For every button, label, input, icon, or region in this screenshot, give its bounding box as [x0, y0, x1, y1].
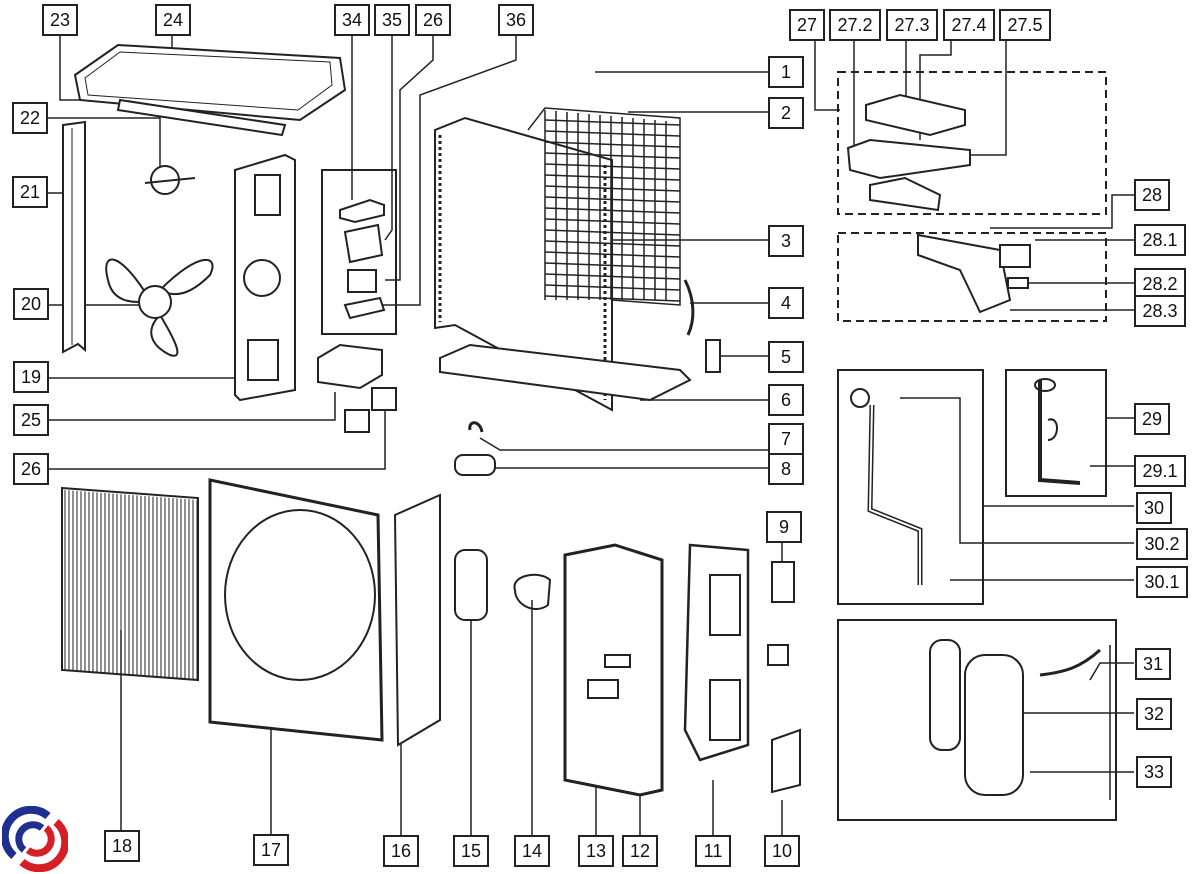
- label-19: 19: [13, 361, 49, 393]
- label-11: 11: [695, 835, 731, 867]
- label-27: 27: [789, 9, 825, 41]
- part-rear-grille: [527, 107, 681, 306]
- part-control-box: [317, 343, 383, 390]
- label-30-1: 30.1: [1136, 566, 1188, 598]
- part-compressor: [964, 654, 1024, 796]
- label-5: 5: [768, 341, 804, 373]
- label-15: 15: [453, 835, 489, 867]
- part-terminal-block: [587, 679, 619, 699]
- group-28: [837, 232, 1107, 322]
- brand-logo-icon: [2, 806, 68, 872]
- label-28: 28: [1134, 179, 1170, 211]
- label-32: 32: [1136, 698, 1172, 730]
- label-9: 9: [766, 511, 802, 543]
- part-seal-strip: [116, 98, 287, 137]
- label-30: 30: [1136, 492, 1172, 524]
- label-31: 31: [1135, 648, 1171, 680]
- part-drain-clip: [468, 421, 484, 433]
- label-8: 8: [768, 453, 804, 485]
- label-4: 4: [768, 287, 804, 319]
- part-front-grille: [61, 486, 199, 682]
- part-drain-plug: [454, 454, 496, 476]
- electrical-box-group: [321, 169, 397, 335]
- group-compressor-box: [837, 619, 1117, 821]
- label-21: 21: [12, 176, 48, 208]
- part-base-pan: [439, 343, 692, 402]
- label-2: 2: [768, 97, 804, 129]
- group-29-box: [1005, 369, 1107, 497]
- part-valve-cover-panel: [683, 543, 750, 762]
- label-13: 13: [578, 835, 614, 867]
- label-14: 14: [514, 835, 550, 867]
- label-1: 1: [768, 56, 804, 88]
- part-handle: [771, 728, 801, 794]
- part-fan-motor: [144, 165, 196, 195]
- part-bracket: [705, 339, 721, 373]
- label-16: 16: [383, 835, 419, 867]
- label-23: 23: [42, 4, 78, 36]
- part-pipe: [1039, 648, 1102, 677]
- label-28-1: 28.1: [1134, 224, 1186, 256]
- part-reactor: [371, 387, 397, 411]
- label-25: 25: [13, 404, 49, 436]
- label-6: 6: [768, 384, 804, 416]
- label-26-left: 26: [13, 453, 49, 485]
- part-top-cover: [73, 43, 347, 122]
- part-side-panel: [563, 543, 664, 797]
- label-10: 10: [764, 835, 800, 867]
- part-side-trim: [393, 493, 441, 747]
- group-27: [837, 71, 1107, 215]
- label-36: 36: [498, 4, 534, 36]
- label-35: 35: [374, 4, 410, 36]
- label-27-3: 27.3: [886, 9, 938, 41]
- label-20: 20: [13, 288, 49, 320]
- part-clamp: [513, 573, 552, 610]
- label-24: 24: [155, 4, 191, 36]
- part-capacitor: [454, 549, 488, 621]
- label-17: 17: [253, 834, 289, 866]
- part-accumulator: [929, 639, 961, 751]
- label-22: 22: [12, 102, 48, 134]
- group-30-box: [837, 369, 984, 605]
- label-34: 34: [334, 4, 370, 36]
- label-29: 29: [1134, 403, 1170, 435]
- label-18: 18: [104, 830, 140, 862]
- part-connector: [771, 561, 795, 603]
- part-fan-blade: [105, 258, 214, 357]
- label-3: 3: [768, 225, 804, 257]
- label-27-5: 27.5: [999, 9, 1051, 41]
- label-29-1: 29.1: [1134, 455, 1186, 487]
- label-26-top: 26: [415, 4, 451, 36]
- part-front-panel: [208, 478, 384, 742]
- label-30-2: 30.2: [1136, 528, 1188, 560]
- label-28-3: 28.3: [1134, 295, 1186, 327]
- part-side-pillar: [62, 120, 86, 354]
- label-27-2: 27.2: [829, 9, 881, 41]
- part-partition-plate: [234, 153, 296, 402]
- part-temp-sensor: [683, 279, 695, 336]
- label-7: 7: [768, 423, 804, 455]
- label-28-2: 28.2: [1134, 268, 1186, 300]
- label-27-4: 27.4: [943, 9, 995, 41]
- label-12: 12: [622, 835, 658, 867]
- label-33: 33: [1136, 756, 1172, 788]
